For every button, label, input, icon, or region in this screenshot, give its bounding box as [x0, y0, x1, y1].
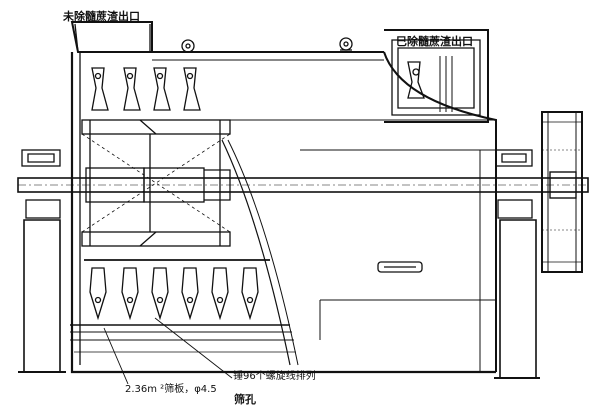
leader-lines — [103, 317, 233, 385]
treated-outlet-label: 巳除髓蔗渣出口 — [396, 35, 473, 48]
treated-outlet-housing — [384, 29, 489, 123]
upper-hammers — [91, 67, 201, 111]
screen-plate — [70, 324, 296, 353]
lifting-eyes — [181, 37, 353, 53]
lower-hammers — [84, 259, 270, 321]
left-bearing — [18, 149, 66, 373]
right-bearing — [494, 149, 540, 379]
main-shaft — [17, 167, 589, 203]
rotor-frame — [81, 119, 231, 247]
casing — [70, 51, 497, 374]
screen-holes-label: 筛孔 — [234, 393, 256, 406]
untreated-outlet-chute — [70, 21, 153, 53]
drive-pulley — [541, 111, 583, 273]
untreated-outlet-label: 未除髓蔗渣出口 — [63, 10, 140, 23]
hammer-count-label: 锤96个螺旋线排列 — [233, 371, 316, 382]
screen-area-label: 2.36m ²筛板，φ4.5 — [125, 384, 217, 395]
inspection-slot — [377, 261, 423, 273]
